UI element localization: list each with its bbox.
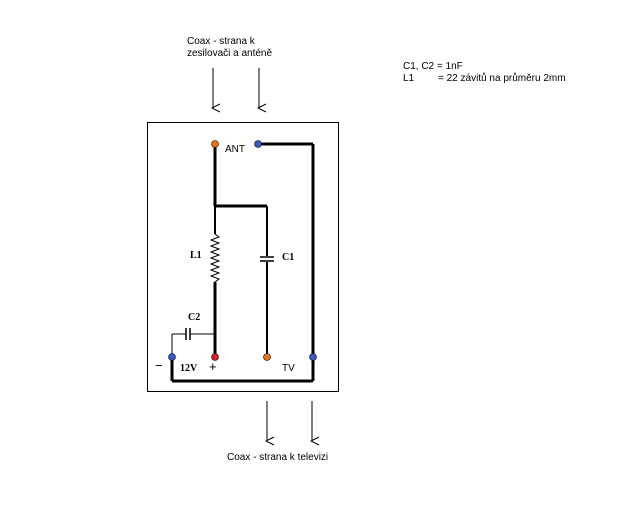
terminal-tv (263, 353, 271, 361)
label-voltage: 12V (180, 363, 198, 374)
label-c1: C1 (282, 252, 295, 263)
terminal-minus (168, 353, 176, 361)
top-note-line2: zesilovači a anténě (187, 48, 273, 59)
label-minus: − (155, 358, 163, 373)
label-tv: TV (282, 363, 295, 374)
terminal-plus (211, 353, 219, 361)
terminal-ant-shield (254, 140, 262, 148)
enclosure-box (147, 122, 339, 392)
label-c2: C2 (188, 312, 201, 323)
terminal-tv-shield (309, 353, 317, 361)
top-note-line1: Coax - strana k (187, 36, 255, 47)
label-plus: + (209, 359, 217, 374)
bottom-note: Coax - strana k televizi (227, 452, 329, 463)
label-l1: L1 (190, 250, 202, 261)
legend-line1: C1, C2 = 1nF (403, 61, 463, 72)
terminal-ant (211, 140, 219, 148)
l1-inductor-coil (209, 233, 221, 283)
label-ant: ANT (225, 144, 245, 155)
legend-line2-key: L1 (403, 73, 415, 84)
legend-line2-value: = 22 závitů na průměru 2mm (438, 73, 566, 84)
